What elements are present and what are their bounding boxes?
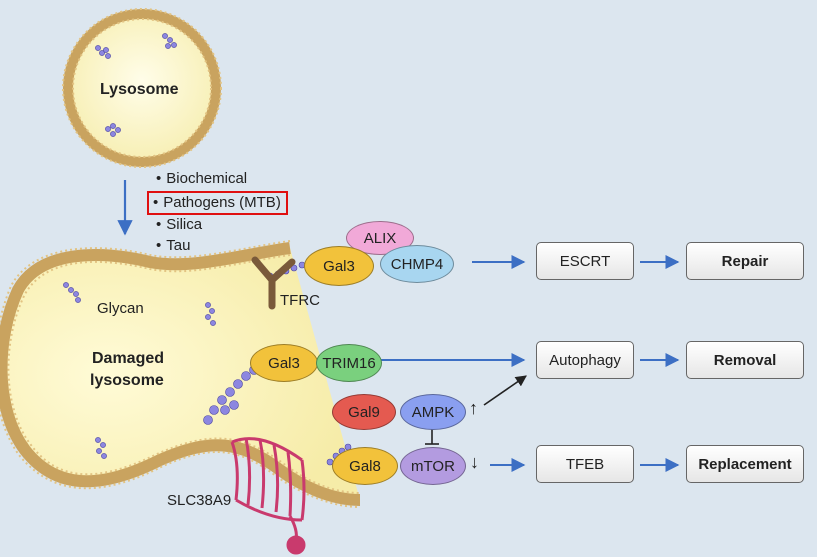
pathway-arrows (378, 255, 680, 472)
autophagy-box: Autophagy (536, 341, 634, 379)
lysosome-label: Lysosome (100, 81, 179, 98)
replacement-box: Replacement (686, 445, 804, 483)
ampk-protein: AMPK (400, 394, 466, 430)
bullet-icon: • (156, 237, 162, 254)
ampk-to-autophagy-arrow (483, 375, 527, 406)
glycan-label: Glycan (97, 300, 144, 317)
escrt-box: ESCRT (536, 242, 634, 280)
gal9-protein: Gal9 (332, 394, 396, 430)
bullet-icon: • (156, 216, 162, 233)
damaged-lysosome-label-line2: lysosome (90, 372, 164, 389)
stimulus-label: Pathogens (MTB) (163, 194, 281, 211)
mtor-protein: mTOR (400, 447, 466, 485)
stimulus-label: Tau (166, 237, 191, 254)
glycan-icon (95, 33, 177, 137)
damaged-lysosome (0, 240, 361, 508)
stimulus-label: Biochemical (166, 170, 248, 187)
tfrc-label: TFRC (280, 292, 320, 309)
tfrc-receptor (251, 256, 296, 310)
gal8-protein: Gal8 (332, 447, 398, 485)
chmp4-protein: CHMP4 (380, 245, 454, 283)
stimulus-tau: •Tau (156, 237, 190, 254)
mtor-down-arrow: ↓ (470, 452, 479, 472)
bullet-icon: • (156, 170, 162, 187)
damaged-lysosome-label-line1: Damaged (92, 350, 165, 367)
stimulus-label: Silica (166, 216, 203, 233)
ampk-up-arrow: ↑ (469, 398, 478, 418)
trim16-protein: TRIM16 (316, 344, 382, 382)
bullet-icon: • (153, 194, 159, 211)
glycan-icon (63, 261, 352, 466)
stimulus-pathogens-highlight: •Pathogens (MTB) (147, 191, 288, 215)
repair-box: Repair (686, 242, 804, 280)
removal-box: Removal (686, 341, 804, 379)
tfeb-box: TFEB (536, 445, 634, 483)
stimulus-silica: •Silica (156, 216, 202, 233)
slc38a9-protein (230, 437, 306, 555)
stimulus-biochemical: •Biochemical (156, 170, 247, 187)
gal3-protein: Gal3 (250, 344, 318, 382)
gal3-protein: Gal3 (304, 246, 374, 286)
slc38a9-label: SLC38A9 (167, 492, 232, 509)
